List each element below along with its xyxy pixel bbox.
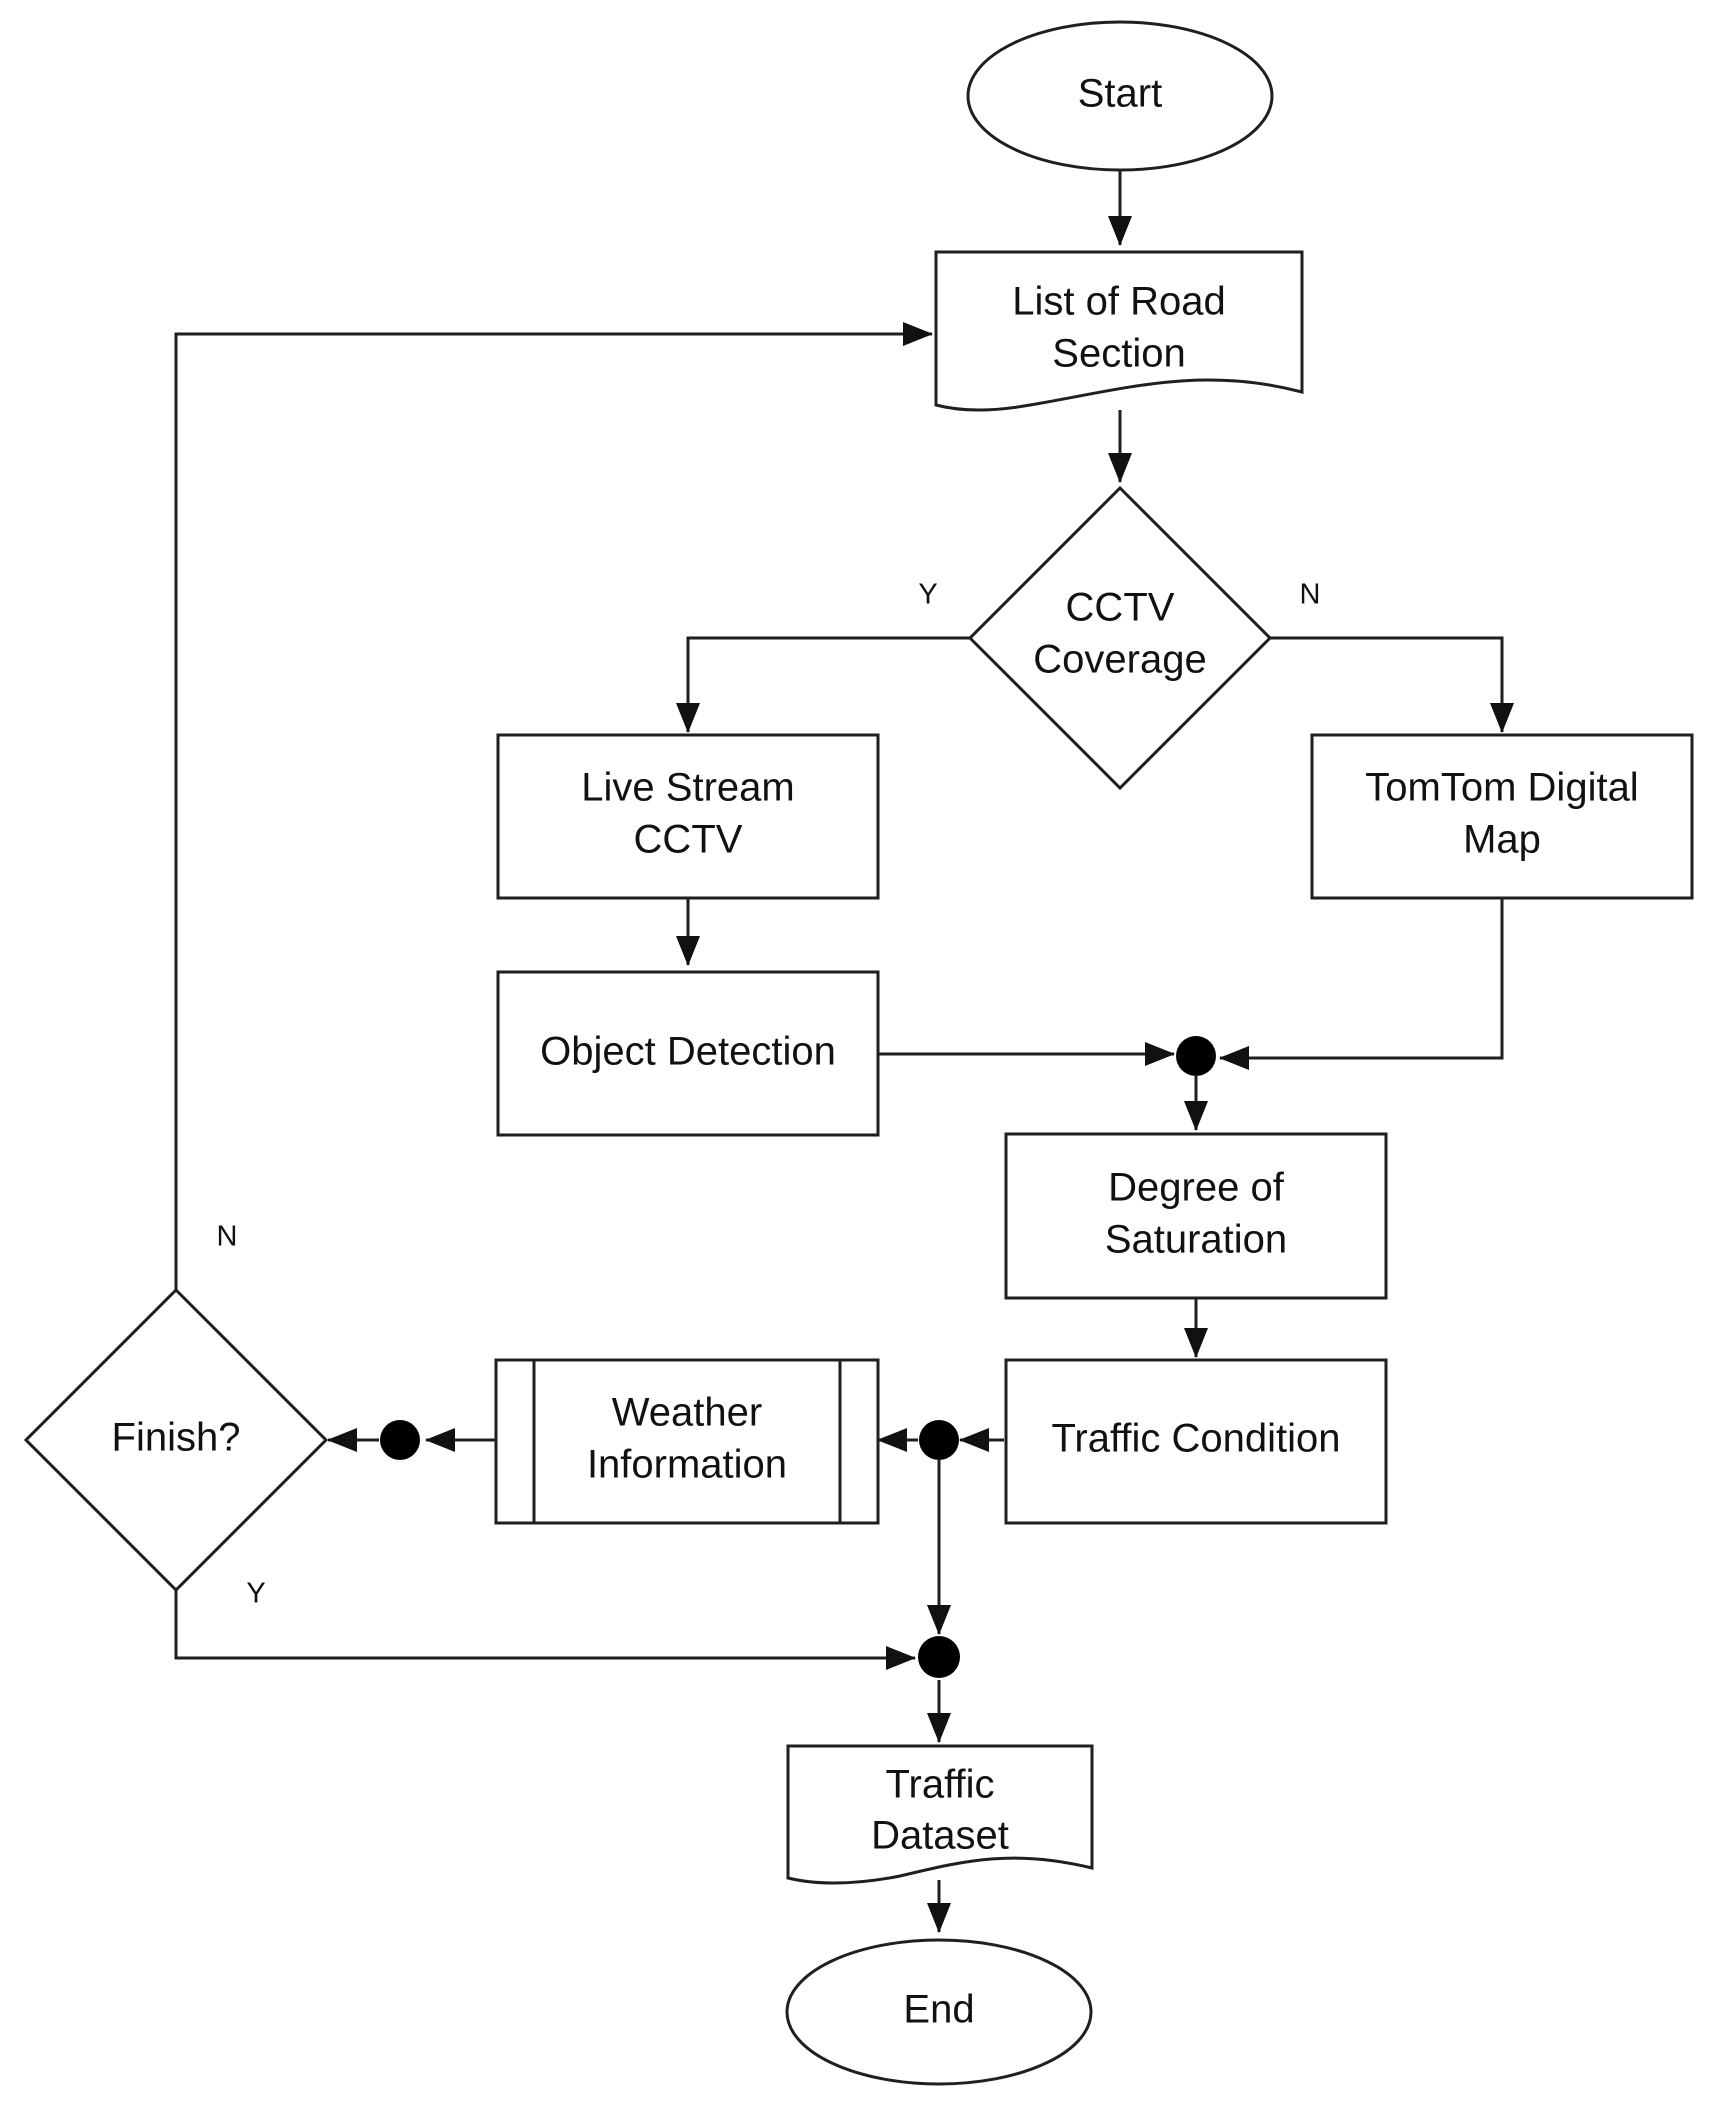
node-label-line: TomTom Digital bbox=[1365, 766, 1638, 810]
node-label-line: Information bbox=[587, 1443, 787, 1487]
node-finish-decision: Finish? bbox=[23, 1287, 329, 1593]
start-terminator-shape bbox=[966, 20, 1274, 172]
node-label-line: End bbox=[903, 1988, 974, 2032]
node-label-line: Degree of bbox=[1108, 1166, 1285, 1210]
node-label-line: Weather bbox=[612, 1391, 762, 1435]
node-label-line: Coverage bbox=[1033, 638, 1206, 682]
edge-label-cctv-no: N bbox=[1300, 579, 1321, 611]
saturation-process-shape bbox=[1004, 1132, 1388, 1300]
node-label-line: Section bbox=[1052, 332, 1185, 376]
node-label-line: Traffic bbox=[886, 1763, 995, 1807]
node-weather: Weather Information bbox=[494, 1358, 880, 1525]
node-label-line: Saturation bbox=[1105, 1218, 1287, 1262]
node-label-line: Dataset bbox=[871, 1814, 1009, 1858]
node-label-line: Map bbox=[1463, 818, 1541, 862]
object-detection-process-shape bbox=[496, 970, 880, 1137]
node-traffic-condition: Traffic Condition bbox=[1004, 1358, 1388, 1525]
edge-cctv-yes-to-live-stream bbox=[676, 636, 970, 733]
node-label-line: Start bbox=[1078, 72, 1162, 116]
node-object-detection: Object Detection bbox=[496, 970, 880, 1137]
junction-merge-dot bbox=[1176, 1036, 1216, 1076]
finish-decision-shape bbox=[23, 1287, 329, 1593]
edge-finish-yes-to-merge-junction bbox=[174, 1590, 916, 1670]
end-terminator-shape bbox=[785, 1938, 1093, 2086]
node-label-line: List of Road bbox=[1012, 280, 1225, 324]
cctv-decision-shape bbox=[967, 485, 1273, 791]
flowchart-edges bbox=[174, 170, 1514, 1933]
node-cctv-decision: CCTV Coverage bbox=[967, 485, 1273, 791]
edge-label-cctv-yes: Y bbox=[918, 579, 937, 611]
edge-cctv-no-to-tomtom bbox=[1270, 636, 1514, 733]
junction-pre-finish-dot bbox=[380, 1420, 420, 1460]
edge-label-finish-no: N bbox=[217, 1221, 238, 1253]
tomtom-process-shape bbox=[1310, 733, 1694, 900]
road-list-document-shape bbox=[934, 250, 1304, 412]
node-tomtom: TomTom Digital Map bbox=[1310, 733, 1694, 900]
node-end: End bbox=[785, 1938, 1093, 2086]
node-label-line: Live Stream bbox=[581, 766, 794, 810]
weather-predefined-process-shape bbox=[494, 1358, 880, 1525]
dataset-document-shape bbox=[786, 1744, 1094, 1885]
flowchart-junctions bbox=[380, 1036, 1216, 1678]
junction-dataset-merge-dot bbox=[918, 1636, 960, 1678]
node-road-list: List of Road Section bbox=[934, 250, 1304, 412]
junction-split-dot bbox=[919, 1420, 959, 1460]
node-dataset: Traffic Dataset bbox=[786, 1744, 1094, 1885]
node-label-line: Finish? bbox=[112, 1416, 241, 1460]
edge-finish-no-to-road-list bbox=[174, 322, 933, 1290]
node-label-line: CCTV bbox=[634, 818, 743, 862]
traffic-condition-process-shape bbox=[1004, 1358, 1388, 1525]
node-start: Start bbox=[966, 20, 1274, 172]
flowchart-edge-labels: Y N N Y bbox=[217, 579, 1321, 1610]
node-label-line: CCTV bbox=[1066, 586, 1175, 630]
edge-tomtom-to-junction bbox=[1219, 898, 1504, 1070]
node-live-stream: Live Stream CCTV bbox=[496, 733, 880, 900]
live-stream-process-shape bbox=[496, 733, 880, 900]
edge-label-finish-yes: Y bbox=[246, 1578, 265, 1610]
node-label-line: Traffic Condition bbox=[1051, 1417, 1340, 1461]
node-label-line: Object Detection bbox=[540, 1030, 836, 1074]
node-saturation: Degree of Saturation bbox=[1004, 1132, 1388, 1300]
